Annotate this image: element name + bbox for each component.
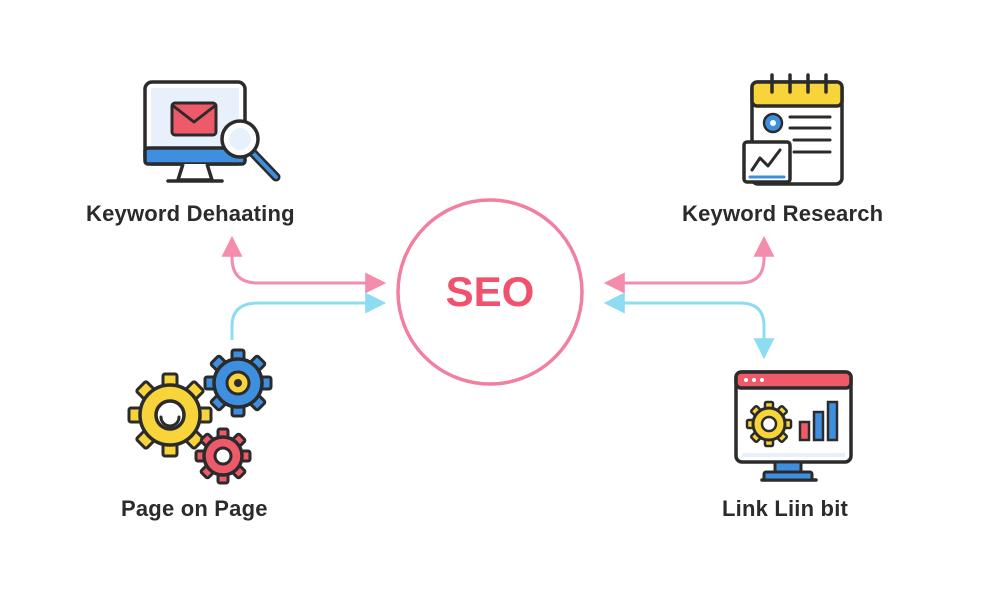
arrow-bottom-left (230, 292, 387, 340)
monitor-gear-bar-chart-icon (734, 370, 853, 482)
node-label-top-right: Keyword Research (682, 201, 884, 226)
seo-center-circle (396, 198, 584, 386)
seo-center-label: SEO (445, 268, 535, 315)
gears-icon (127, 348, 273, 485)
node-label-top-left: Keyword Dehaating (86, 201, 295, 226)
monitor-email-search-icon (143, 80, 281, 183)
gear-large (127, 372, 213, 458)
arrow-bottom-right (603, 292, 775, 360)
gear-red (194, 427, 252, 485)
gear-blue (203, 348, 273, 418)
node-label-bottom-left: Page on Page (121, 496, 268, 521)
arrow-top-right (603, 235, 775, 294)
arrow-top-left (221, 235, 387, 294)
calendar-document-chart-icon (742, 73, 844, 186)
node-label-bottom-right: Link Liin bit (722, 496, 849, 521)
